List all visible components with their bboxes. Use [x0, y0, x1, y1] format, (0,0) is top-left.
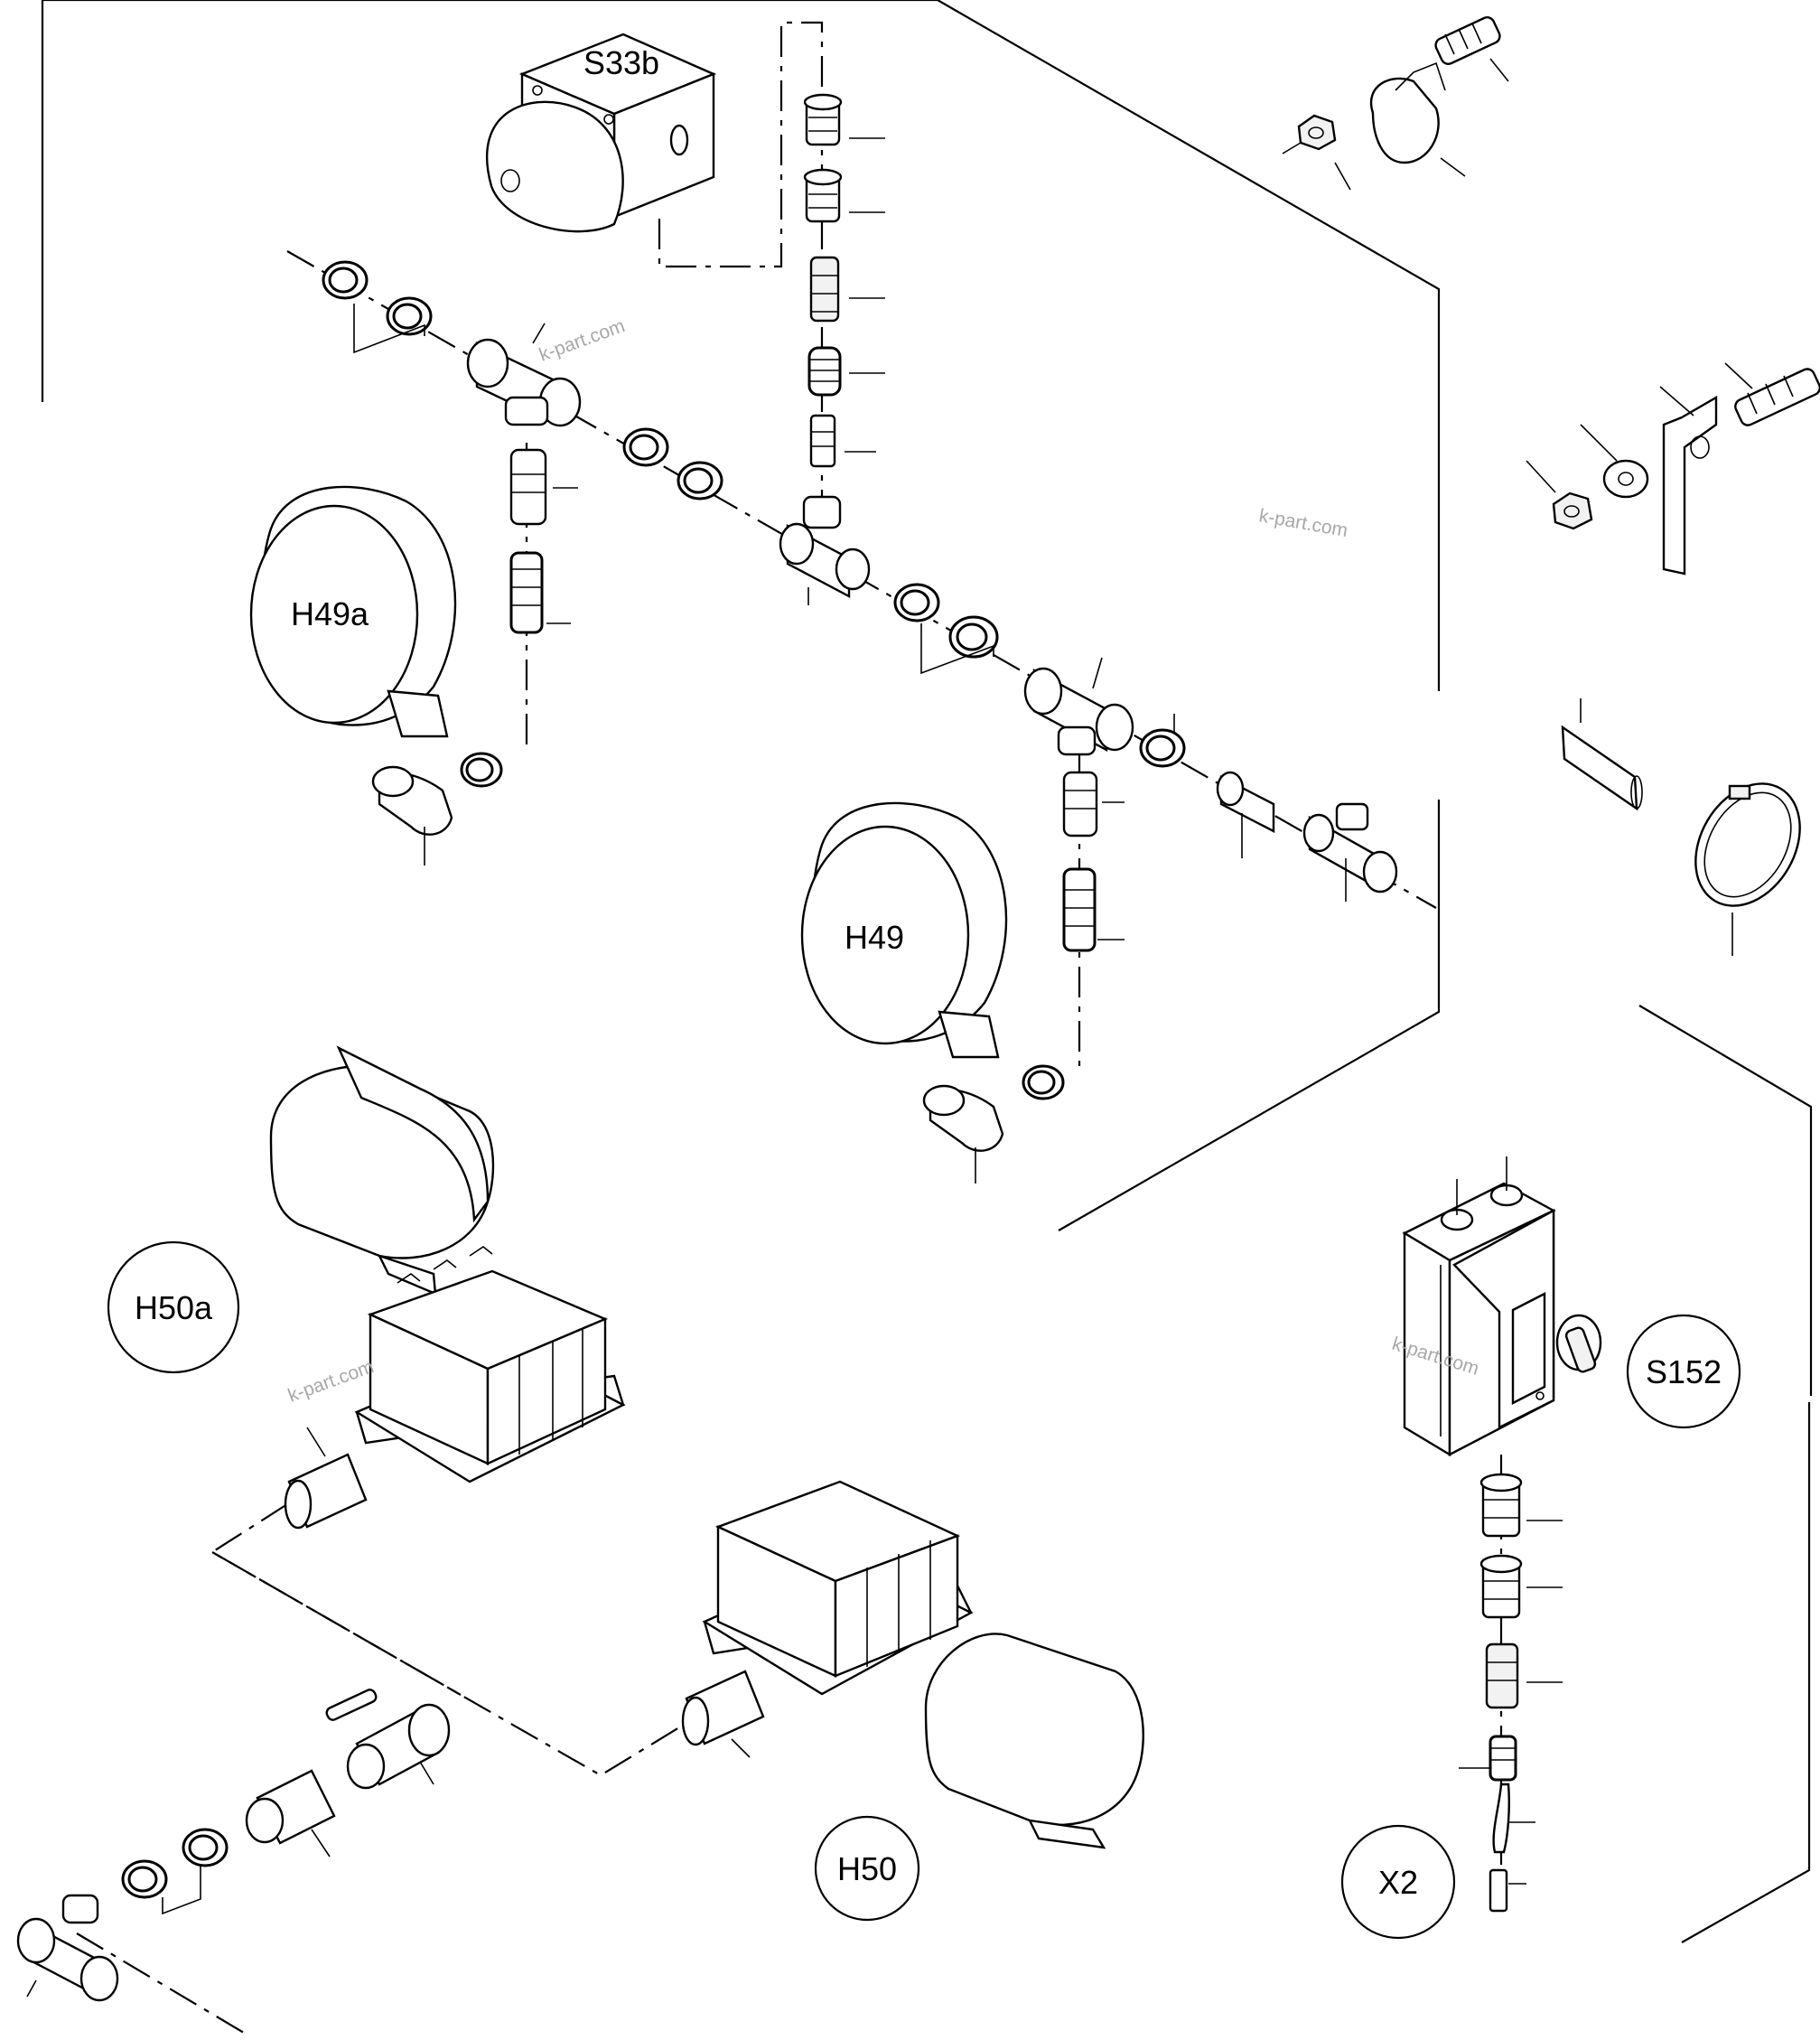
label-s152: S152 [1626, 1314, 1741, 1429]
svg-text:S33b: S33b [583, 44, 659, 81]
h49-lamp [800, 801, 1008, 1059]
h50-relay [702, 1480, 974, 1696]
h50-horn-cover [924, 1633, 1144, 1849]
tee-fitting-lower-left [16, 1894, 119, 2002]
spring-pair-center [622, 427, 723, 501]
label-x2: X2 [1340, 1824, 1456, 1940]
elbow-h49a [371, 752, 503, 866]
dash-lines [76, 21, 1503, 2034]
label-h49: H49 [845, 919, 904, 956]
tee-fitting-left [466, 323, 582, 427]
elbow-h49 [922, 1064, 1065, 1184]
bracket-assembly [1526, 362, 1820, 576]
h50a-horn-cover [269, 1045, 495, 1296]
svg-text:H50: H50 [837, 1850, 897, 1887]
h50-cap [681, 1670, 765, 1758]
watermark-2: k-part.com [1257, 505, 1349, 541]
spring-pair-right [893, 583, 999, 675]
watermark-3: k-part.com [285, 1356, 377, 1407]
label-s33b: S33b [583, 44, 659, 81]
spring-pair-left [322, 260, 433, 354]
spring-group-right-axis [1139, 714, 1398, 902]
hose-and-tie [1561, 698, 1801, 956]
svg-text:S152: S152 [1646, 1353, 1722, 1390]
svg-text:H49: H49 [845, 919, 904, 956]
lower-left-chain [121, 1689, 451, 1915]
svg-text:H50a: H50a [135, 1289, 213, 1326]
tee-fitting-right [1023, 657, 1134, 756]
h50a-relay [354, 1246, 626, 1483]
svg-text:H49a: H49a [291, 595, 369, 632]
connector-stack-h49 [1062, 771, 1125, 952]
s152-switch-box [1402, 1156, 1602, 1457]
watermark-1: k-part.com [537, 315, 628, 366]
label-h50: H50 [814, 1815, 920, 1922]
h49a-lamp [249, 485, 457, 738]
h50a-cap [284, 1427, 368, 1530]
connector-stack-s152 [1459, 1473, 1563, 1913]
connector-stack-h49a [509, 448, 578, 634]
tee-fitting-center [779, 495, 871, 605]
label-h50a: H50a [107, 1240, 240, 1374]
label-h49a: H49a [291, 595, 369, 632]
s33b-switch-box [485, 33, 717, 233]
frame-lines [41, 0, 1813, 1943]
pipe-clamp-assembly [1282, 16, 1509, 191]
connector-stack-top [803, 93, 885, 468]
svg-text:X2: X2 [1378, 1864, 1418, 1901]
